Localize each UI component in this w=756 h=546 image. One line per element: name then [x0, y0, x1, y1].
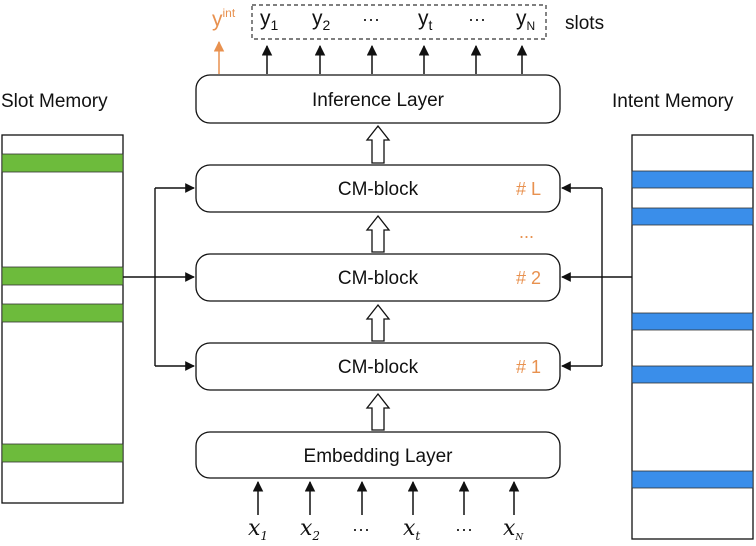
output-region: slots yint y1 y2 ··· yt ··· yN	[212, 4, 604, 74]
intent-memory-connectors	[561, 183, 632, 371]
hollow-arrow-to-block-1	[365, 392, 391, 431]
intent-memory-row	[631, 170, 754, 189]
intent-memory-row	[631, 312, 754, 331]
inputs: x1 x2 ··· xt ··· xN	[248, 516, 524, 543]
slot-memory-row	[1, 266, 124, 286]
slot-memory-row	[1, 443, 124, 463]
input-xt: xt	[403, 516, 420, 543]
slot-memory-row	[1, 303, 124, 323]
hollow-arrow-to-block-L	[365, 214, 391, 253]
inference-layer-label: Inference Layer	[312, 90, 445, 111]
slot-output-y2: y2	[312, 7, 331, 33]
cm-block-L	[195, 164, 561, 213]
cm-block-1-label: CM-block	[338, 357, 419, 378]
hollow-arrow-to-block-2	[365, 303, 391, 342]
slots-dashed-box	[251, 4, 547, 40]
slot-memory-rows	[1, 153, 124, 463]
slot-memory-title: Slot Memory	[1, 91, 108, 112]
embedding-layer-box	[195, 431, 561, 479]
slot-output-y1: y1	[260, 7, 279, 33]
intent-memory-row	[631, 365, 754, 384]
input-x2: x2	[300, 516, 320, 543]
cm-block-2	[195, 253, 561, 302]
slot-output-arrows	[261, 44, 528, 74]
slot-memory-connectors	[123, 183, 195, 371]
hollow-arrow-to-inference	[365, 124, 391, 164]
intent-output-label: yint	[212, 6, 236, 31]
cm-block-L-tag: # L	[516, 179, 541, 199]
hollow-arrows	[365, 124, 391, 431]
slots-label: slots	[565, 13, 604, 34]
input-x1: x1	[248, 516, 268, 543]
input-ellipsis-2: ···	[455, 519, 473, 539]
cm-block-1	[195, 342, 561, 391]
intent-memory-title: Intent Memory	[612, 91, 734, 112]
input-arrows	[252, 480, 520, 515]
input-ellipsis-1: ···	[352, 519, 370, 539]
cm-block-1-tag: # 1	[516, 357, 541, 377]
cm-block-L-label: CM-block	[338, 179, 419, 200]
slot-outputs: y1 y2 ··· yt ··· yN	[260, 7, 535, 33]
input-xN: xN	[503, 516, 524, 543]
slot-output-ellipsis-2: ···	[468, 9, 486, 29]
cm-block-2-label: CM-block	[338, 268, 419, 289]
slot-output-yt: yt	[418, 7, 433, 33]
cm-block-2-tag: # 2	[516, 268, 541, 288]
intent-memory-rows	[631, 170, 754, 489]
slot-output-yN: yN	[516, 7, 535, 33]
inference-layer-box	[195, 74, 561, 124]
slot-output-ellipsis-1: ···	[362, 9, 380, 29]
slot-memory-row	[1, 153, 124, 173]
intent-memory-row	[631, 470, 754, 489]
stack-dots: ...	[519, 222, 534, 242]
embedding-layer-label: Embedding Layer	[304, 446, 454, 467]
intent-memory-row	[631, 207, 754, 226]
